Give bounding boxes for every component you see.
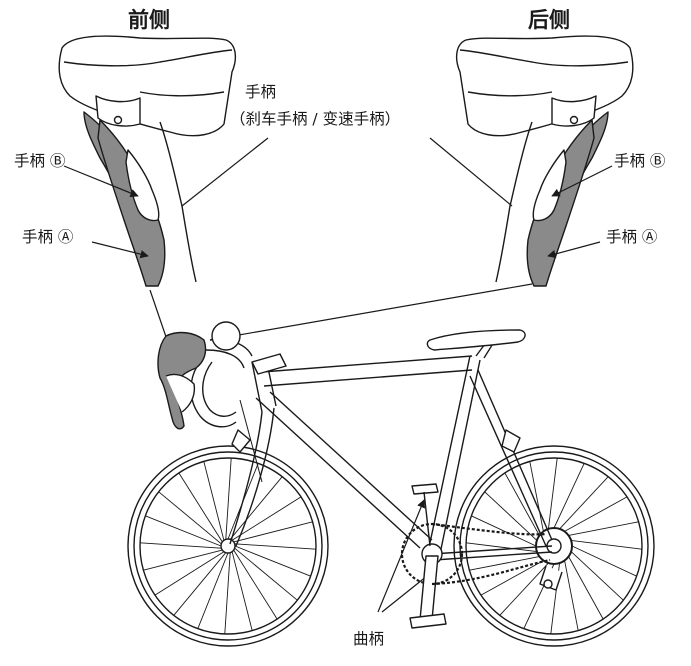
spoke [225,458,232,540]
front-brake [231,429,251,453]
spoke [547,458,558,529]
spoke [568,521,639,536]
lever-a-left-label: 手柄 Ⓐ [22,228,74,246]
bike-shifter [157,331,207,430]
front-wheel [127,445,329,647]
front-shifter [58,35,237,287]
pedal-bottom [409,613,447,629]
handlebar [190,321,287,428]
spoke [471,515,537,547]
lever-a-right-label: 手柄 Ⓐ [606,228,658,246]
lever-label: 手柄 [245,83,277,101]
chain [431,522,551,586]
spoke [173,552,227,616]
spoke [140,542,222,549]
spoke [158,491,222,545]
front-side-title: 前侧 [128,8,170,32]
frame [229,355,553,561]
crank-arm [419,555,439,621]
spoke [484,491,538,541]
rear-wheel [453,445,655,647]
front-wheel-spokes [140,458,316,634]
spoke [203,461,225,541]
spoke [234,547,298,601]
spoke [231,551,253,631]
spoke [178,472,223,543]
bicycle [127,321,655,647]
spoke [145,515,222,547]
lever-b-left-label: 手柄 Ⓑ [14,152,66,170]
spoke [553,463,585,529]
spoke [466,542,537,553]
spoke [231,496,302,541]
spoke [143,549,223,571]
spoke [229,476,283,540]
spoke [571,539,642,550]
spoke [564,560,579,631]
pedal-top [411,483,439,495]
spoke [564,496,628,532]
saddle [426,329,526,359]
spoke [469,556,540,571]
spoke [499,562,549,616]
spoke [480,560,544,596]
spoke [559,476,609,530]
spoke [568,556,604,620]
spoke [224,552,231,634]
rear-side-title: 后侧 [528,8,570,32]
arrow-lever-b-left [63,165,139,198]
spoke [154,551,225,596]
rear-wheel-spokes [466,458,642,634]
spoke [233,521,313,543]
spoke [504,472,540,536]
rear-derailleur [535,527,573,591]
leader-lever-right [429,137,513,207]
spoke [233,549,278,620]
lever-sublabel: （刹车手柄 / 变速手柄） [230,110,401,128]
crank-label: 曲柄 [353,630,385,648]
arrow-lever-a-right [547,241,601,259]
spoke [197,552,229,629]
link-rear-to-bike [209,283,533,341]
rear-brake [501,429,521,453]
crankset [400,483,464,629]
spoke [571,545,637,577]
spoke [234,545,311,577]
rear-shifter [455,35,634,287]
spoke [234,543,316,550]
arrow-lever-a-left [91,241,149,259]
spoke [570,551,624,601]
lever-b-right-label: 手柄 Ⓑ [614,152,666,170]
leader-lever-left [181,137,269,207]
spoke [529,461,544,532]
arrow-lever-b-right [551,165,613,197]
